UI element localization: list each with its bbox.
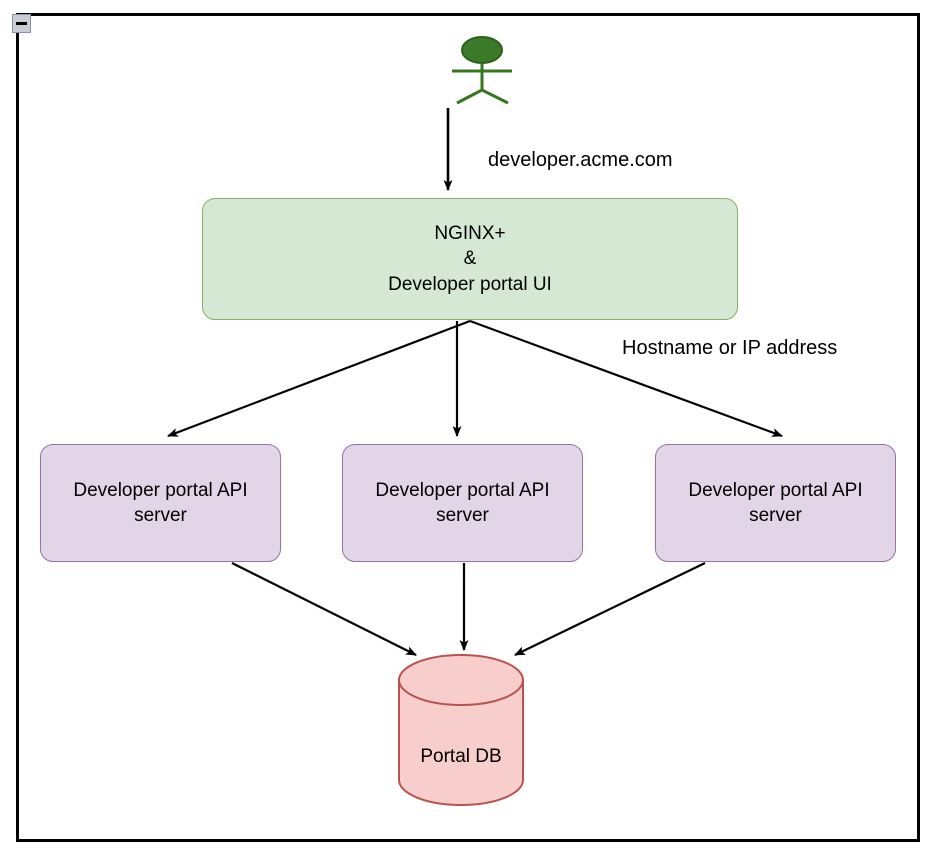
node-nginx-gateway[interactable]: NGINX+ & Developer portal UI — [202, 198, 738, 320]
minus-icon — [16, 22, 27, 25]
node-api-server-2[interactable]: Developer portal API server — [342, 444, 583, 562]
edge-label-hostname-url: developer.acme.com — [488, 149, 673, 171]
node-api-server-1[interactable]: Developer portal API server — [40, 444, 281, 562]
node-api-server-3[interactable]: Developer portal API server — [655, 444, 896, 562]
diagram-frame — [16, 13, 920, 842]
collapse-button[interactable] — [12, 14, 31, 33]
node-portal-db-label: Portal DB — [420, 746, 502, 767]
edge-label-hostname-ip: Hostname or IP address — [622, 337, 838, 359]
